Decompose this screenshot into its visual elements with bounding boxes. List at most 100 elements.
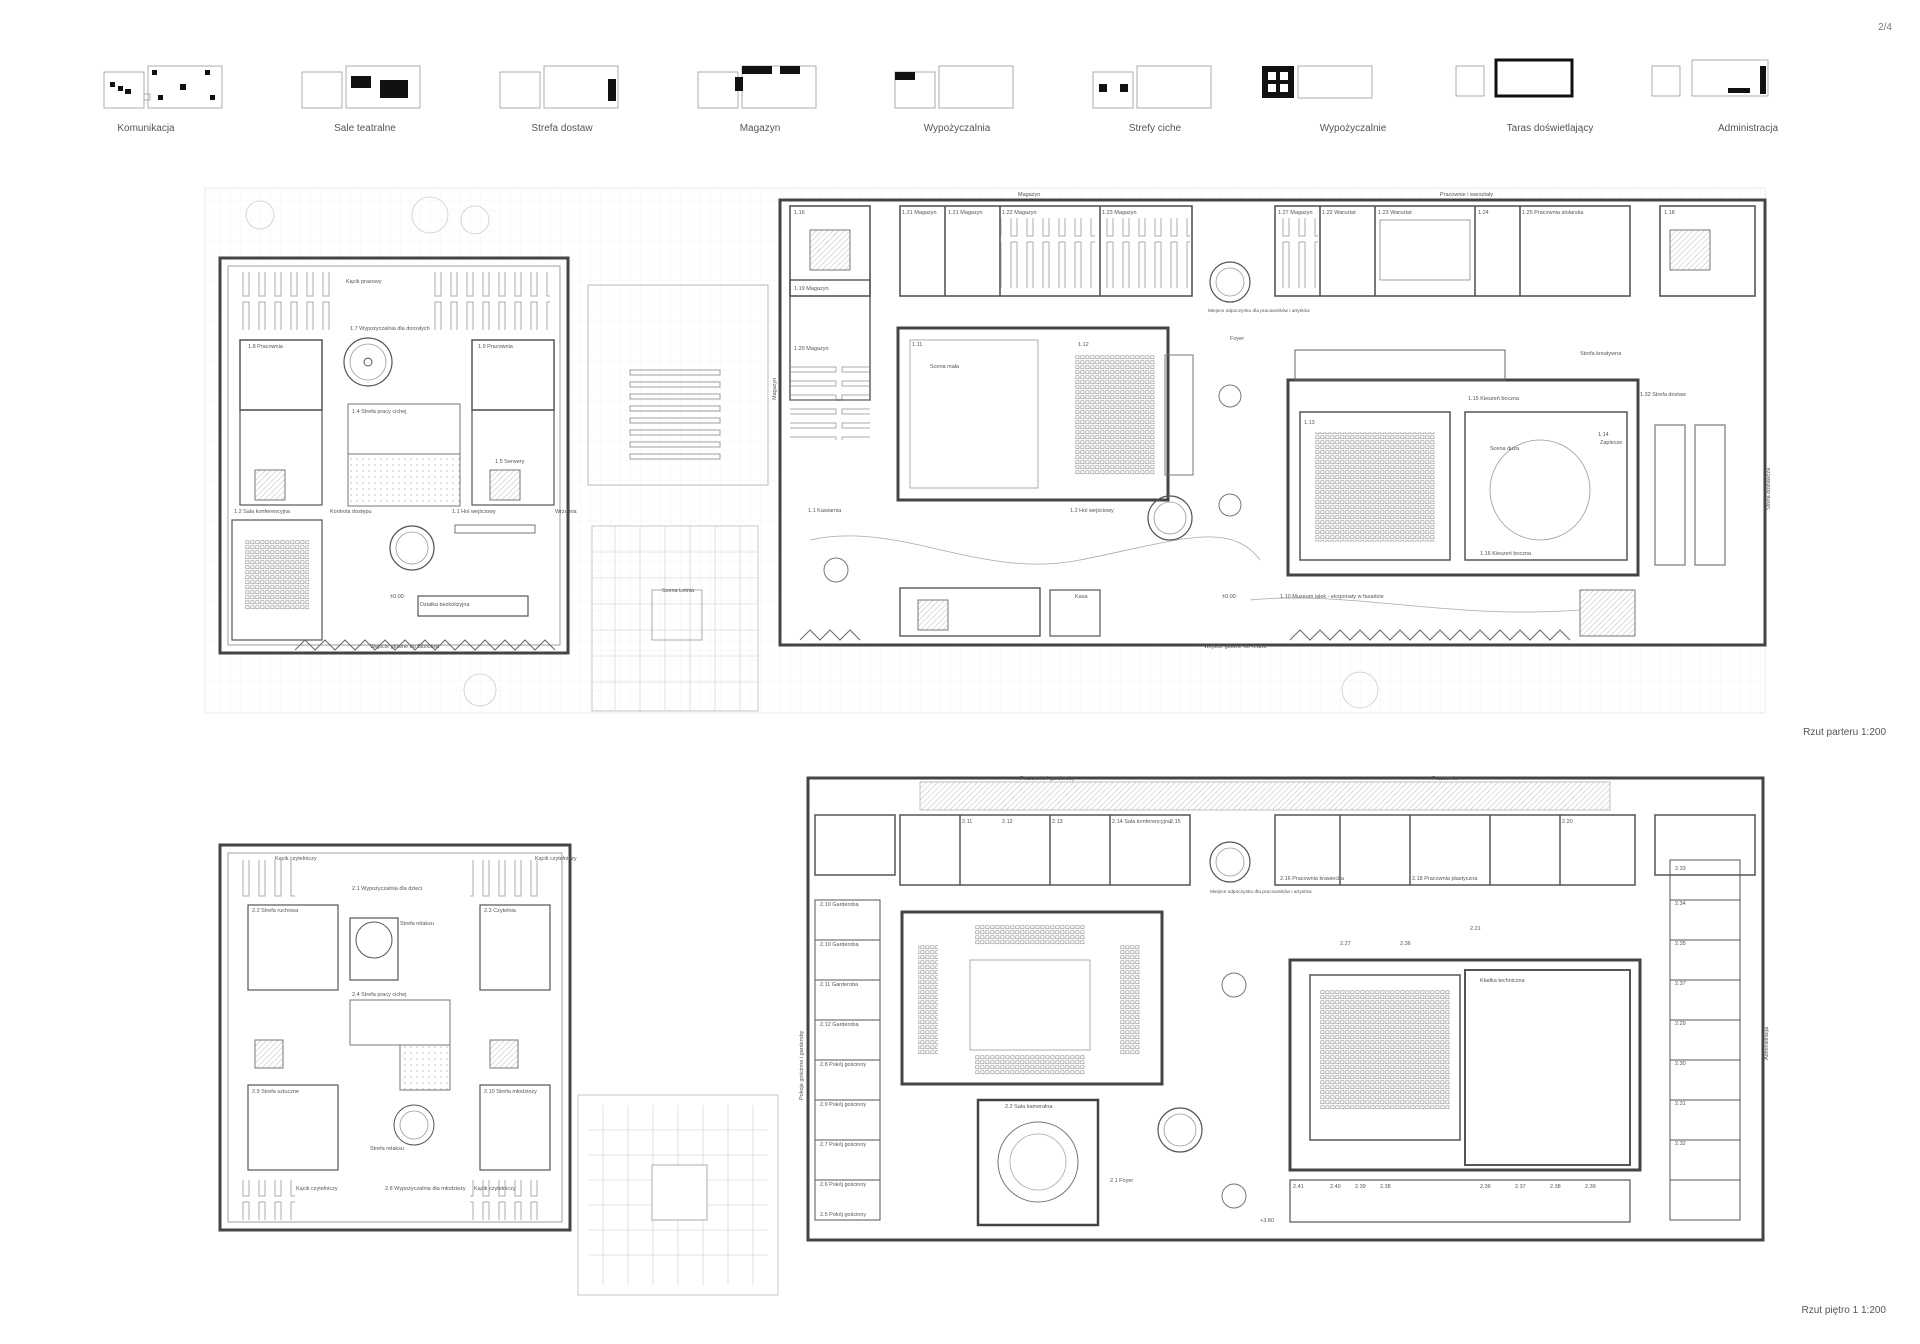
- legend-label-komunikacja: Komunikacja: [117, 123, 175, 134]
- label-pracownie-garderoby: Pracownie i garderoby: [1020, 776, 1075, 782]
- label-pracownie: Pracownie: [1432, 776, 1458, 782]
- label-elev2: ±0.00: [1222, 594, 1236, 600]
- label-r212: 2.12: [1002, 819, 1013, 825]
- label-r118: 1.18: [1664, 210, 1675, 216]
- legend-label-taras: Taras doświetlający: [1506, 123, 1594, 134]
- legend-label-sale-teatralne: Sale teatralne: [334, 123, 396, 134]
- label-r237b: 2.37: [1515, 1184, 1526, 1190]
- label-kacik-czyt4: Kącik czytelniczy: [474, 1186, 516, 1192]
- label-foyer: Foyer: [1230, 336, 1244, 342]
- label-r11s: 1.1 Hol wejściowy: [452, 509, 496, 515]
- label-r15: 1.5 Serwery: [495, 459, 525, 465]
- label-magazyn-side: Magazyn: [772, 378, 778, 400]
- label-r240: 2.40: [1330, 1184, 1341, 1190]
- label-r238b: 2.38: [1550, 1184, 1561, 1190]
- label-r125: 1.25 Pracownia stolarska: [1522, 210, 1584, 216]
- label-r235: 2.35: [1675, 941, 1686, 947]
- theatre-building-first: [806, 776, 1765, 1242]
- label-foyer2: 2.1 Foyer: [1110, 1178, 1133, 1184]
- label-r210: 2.10 Strefa młodzieży: [484, 1089, 537, 1095]
- library-building-ground: [218, 256, 570, 655]
- legend-strefy-ciche-diagram: [1092, 65, 1212, 109]
- legend-wypozyczalnia-diagram: [894, 65, 1014, 109]
- label-r120: 1.20 Magazyn: [794, 346, 829, 352]
- library-building-first: [218, 843, 572, 1232]
- label-r123: 1.23 Magazyn: [1102, 210, 1137, 216]
- legend-label-strefa-dostaw: Strefa dostaw: [531, 123, 593, 134]
- label-widownia: Kładka techniczna: [1480, 978, 1526, 984]
- label-r232: 2.32: [1675, 1141, 1686, 1147]
- label-r21: 2.1 Wypożyczalnia dla dzieci: [352, 886, 422, 892]
- legend-administracja-diagram: [1651, 59, 1769, 97]
- label-r122w: 1.22 Warsztat: [1322, 210, 1356, 216]
- label-wejscie-biblioteka: Wejście główne do Biblioteki: [370, 644, 439, 650]
- legend-magazyn-diagram: [697, 65, 817, 109]
- label-r11: 1.11: [912, 342, 922, 348]
- label-wejscie-teatr: Wejście główne do Teatru: [1204, 644, 1266, 650]
- label-r29p: 2.9 Pokój gościnny: [820, 1102, 866, 1108]
- label-strefa-side: Strefa dostawcza: [1766, 467, 1772, 510]
- label-r123w: 1.23 Warsztat: [1378, 210, 1412, 216]
- legend-diagrams: [103, 58, 1769, 109]
- legend-komunikacja-diagram: [103, 65, 223, 109]
- label-kawiarnia: 1.1 Kawiarnia: [808, 508, 842, 514]
- label-miejsce2: Miejsce odpoczynku dla pracowników i art…: [1210, 889, 1312, 895]
- label-r124: 1.24: [1478, 210, 1489, 216]
- label-r12s: 1.2 Sala konferencyjna: [234, 509, 291, 515]
- label-r236b: 2.36: [1480, 1184, 1491, 1190]
- legend-wypozyczalnie-diagram: [1262, 65, 1373, 99]
- label-r215: 2.15: [1170, 819, 1181, 825]
- label-r213g: 2.12 Garderoba: [820, 1022, 859, 1028]
- label-r211g: 2.10 Garderoba: [820, 942, 859, 948]
- legend-label-wypozyczalnie: Wypożyczalnie: [1319, 123, 1387, 134]
- label-strefa-kreatywna: Strefa kreatywna: [1580, 351, 1622, 357]
- label-r25p: 2.5 Pokój gościnny: [820, 1212, 866, 1218]
- legend-taras-diagram: [1455, 58, 1574, 98]
- label-r28: 2.8 Wypożyczalnia dla młodzieży: [385, 1186, 466, 1192]
- ground-floor-labels: Magazyn Pracownie i warsztaty 1.16 1.21 …: [234, 192, 1772, 650]
- label-wrzutnia: Wrzutnia: [555, 509, 578, 515]
- label-r211: 2.11: [962, 819, 972, 825]
- label-r233: 2.33: [1675, 866, 1686, 872]
- label-zaplecze: Zaplecze: [1600, 440, 1622, 446]
- first-floor-labels: Pracownie i garderoby Pracownie 2.14 Sal…: [252, 776, 1770, 1224]
- label-elev: ±0.00: [390, 594, 404, 600]
- label-r115: 1.15 Kieszeń boczna: [1468, 396, 1520, 402]
- page-number: 2/4: [1878, 22, 1892, 33]
- label-kontrola: Kontrola dostępu: [330, 509, 372, 515]
- label-scena-mala: Scena mała: [930, 364, 960, 370]
- label-kasa: Kasa: [1075, 594, 1088, 600]
- label-r239b: 2.39: [1585, 1184, 1596, 1190]
- label-r231: 2.31: [1675, 1101, 1686, 1107]
- label-r23: 2.3 Czytelnia: [484, 908, 517, 914]
- label-r127: 1.27 Magazyn: [1278, 210, 1313, 216]
- label-r220: 2.20: [1562, 819, 1573, 825]
- label-r239: 2.39: [1355, 1184, 1366, 1190]
- label-r237: 2.37: [1675, 981, 1686, 987]
- legend-label-administracja: Administracja: [1717, 123, 1779, 134]
- label-r112: 1.12: [1078, 342, 1089, 348]
- label-kacik: Kącik prasowy: [346, 279, 382, 285]
- label-r113: 1.13: [1304, 420, 1315, 426]
- label-r236: 2.36: [1400, 941, 1411, 947]
- first-floor-plan: Pracownie i garderoby Pracownie 2.14 Sal…: [218, 776, 1770, 1296]
- courtyard-ground: [245, 196, 1379, 712]
- label-r229: 2.29: [1675, 1021, 1686, 1027]
- label-r18: 1.8 Pracownia: [248, 344, 284, 350]
- label-r238: 2.38: [1380, 1184, 1391, 1190]
- label-sala-kameralna: 2.2 Sala kameralna: [1005, 1104, 1053, 1110]
- label-scena-duza: Scena duża: [1490, 446, 1520, 452]
- legend-label-magazyn: Magazyn: [739, 123, 781, 134]
- label-strefa-relaksu: Strefa relaksu: [400, 921, 434, 927]
- label-r214: 2.14 Sala konferencyjna: [1112, 819, 1172, 825]
- label-hol-wejsciowy: 1.2 Hol wejściowy: [1070, 508, 1114, 514]
- label-r116b: 1.16 Kieszeń boczna: [1480, 551, 1532, 557]
- label-pracownie-top: Pracownie i warsztaty: [1440, 192, 1493, 198]
- label-r122: 1.22 Magazyn: [1002, 210, 1037, 216]
- label-dzialka: Dzialka bezkolizyjna: [420, 602, 470, 608]
- label-r212g: 2.11 Garderoba: [820, 982, 859, 988]
- label-magazyn-top: Magazyn: [1018, 192, 1040, 198]
- label-r218: 2.18 Pracownia plastyczna: [1412, 876, 1478, 882]
- ground-floor-plan: Magazyn Pracownie i warsztaty 1.16 1.21 …: [204, 187, 1772, 714]
